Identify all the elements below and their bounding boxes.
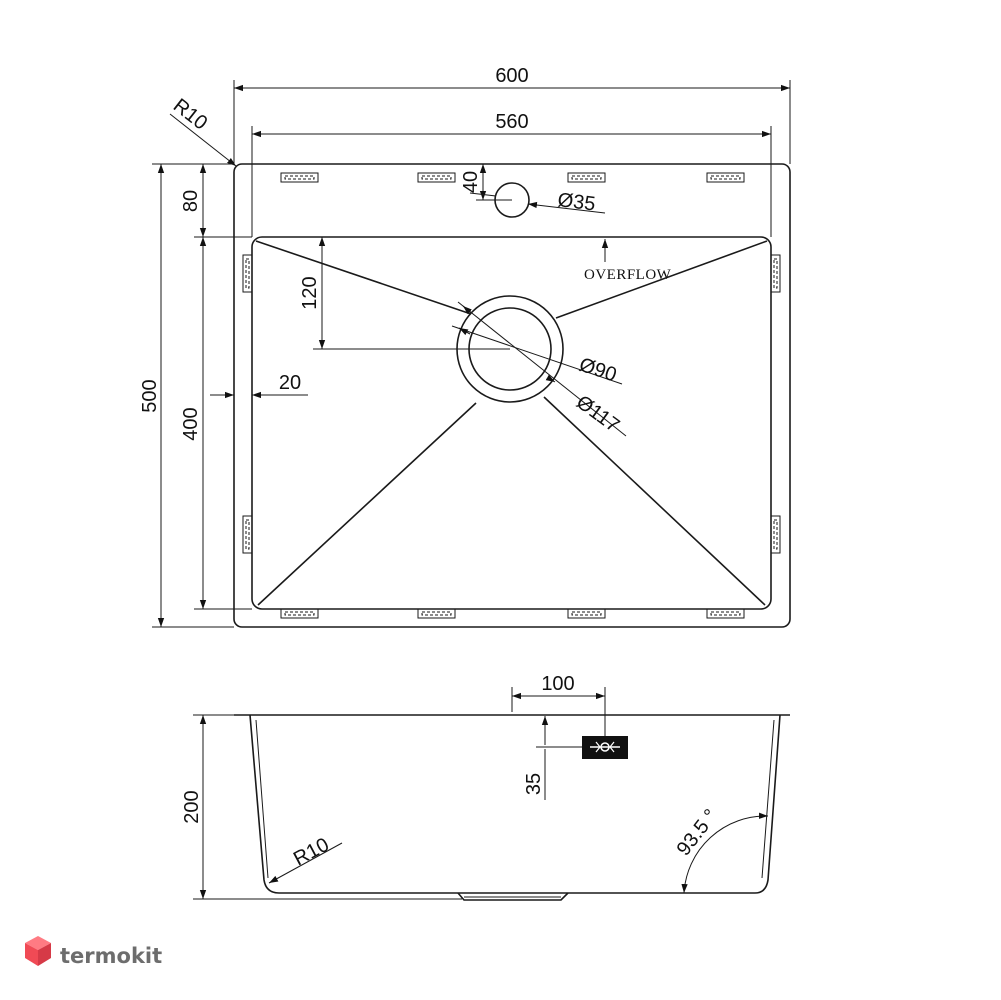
bowl-outline	[251, 236, 772, 610]
overflow-label: OVERFLOW	[584, 267, 672, 283]
dim-bowl-width-label: 560	[495, 111, 528, 133]
dim-bottom-radius: R10	[268, 834, 343, 884]
dim-overflow-offset: 100	[511, 673, 606, 736]
dim-bottom-radius-label: R10	[290, 834, 333, 871]
overflow-callout: OVERFLOW	[584, 239, 672, 283]
drain-nub	[457, 892, 569, 901]
cube-icon	[25, 936, 51, 966]
dim-tap-offset-label: 80	[180, 190, 202, 212]
mounting-clips	[242, 172, 781, 619]
dim-bowl-length-label: 400	[180, 407, 202, 440]
dim-tap-offset: 80	[180, 164, 252, 238]
dim-tap-edge-label: 40	[460, 171, 482, 193]
dim-drain-inner-diameter-label: Ø90	[576, 354, 619, 387]
dim-corner-radius: R10	[169, 95, 237, 167]
dim-overall-width-label: 600	[495, 65, 528, 87]
dim-wall-angle: 93.5 °	[673, 805, 769, 894]
dim-overflow-height: 35	[523, 716, 582, 800]
sink-outer-outline	[233, 163, 791, 628]
dim-depth-label: 200	[181, 790, 203, 823]
dim-side-margin-label: 20	[279, 372, 301, 394]
bowl-profile-outer	[249, 714, 781, 894]
dim-drain-offset-label: 120	[299, 276, 321, 309]
side-view: 100 35 200 R10 93.5 °	[181, 673, 790, 901]
dim-tap-edge: 40	[460, 164, 512, 201]
dim-depth: 200	[181, 714, 462, 900]
dim-tap-hole-diameter-label: Ø35	[556, 189, 596, 215]
bowl-slope-lines	[255, 240, 768, 606]
dim-overall-width: 600	[233, 65, 791, 164]
dim-corner-radius-label: R10	[169, 95, 211, 135]
brand-logo: termokit	[25, 936, 162, 968]
dim-drain-offset: 120	[299, 237, 510, 350]
dim-side-margin: 20	[210, 372, 308, 399]
overflow-fitting	[582, 736, 628, 759]
top-view: 600 560 R10 500 80	[139, 65, 791, 628]
dim-overall-depth-label: 500	[139, 379, 161, 412]
brand-name: termokit	[60, 944, 162, 968]
dim-drain-inner-diameter: Ø90	[451, 325, 623, 387]
dim-tap-hole-diameter: Ø35	[469, 189, 606, 216]
dim-overflow-offset-label: 100	[541, 673, 574, 695]
dim-bowl-length: 400	[180, 237, 252, 610]
dim-overflow-height-label: 35	[523, 773, 545, 795]
dim-overall-depth: 500	[139, 163, 234, 628]
dim-bowl-width: 560	[251, 111, 772, 237]
